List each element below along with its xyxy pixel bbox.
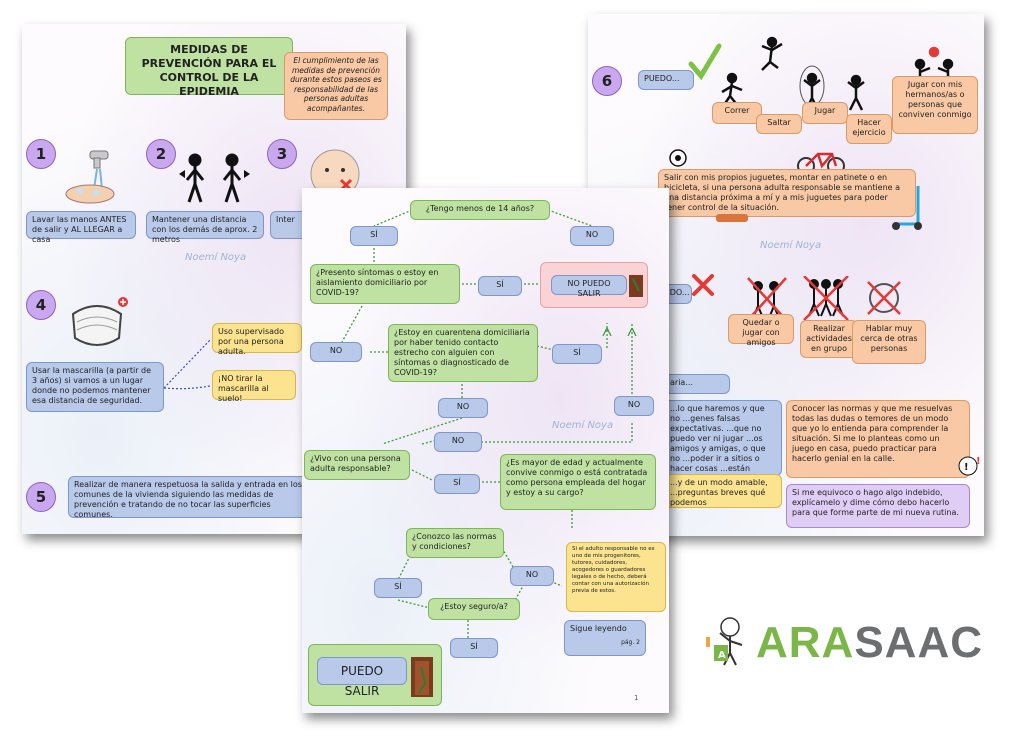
no-touch-face-icon xyxy=(310,149,360,196)
answer-yes-2[interactable]: SÍ xyxy=(478,276,522,296)
act-saltar: Saltar xyxy=(756,114,802,134)
svg-text:A: A xyxy=(718,650,726,661)
answer-no-1[interactable]: NO xyxy=(570,226,614,246)
page-ref: pág. 2 xyxy=(621,639,640,646)
step-4-note-2: ¡NO tirar la mascarilla al suelo! xyxy=(212,370,296,403)
answer-yes-5[interactable]: SÍ xyxy=(374,578,422,598)
keep-reading-box[interactable]: Sigue leyendo pág. 2 xyxy=(564,620,646,656)
questions-text: ...y de un modo amable, ...preguntas bre… xyxy=(664,474,782,508)
cross-icon xyxy=(692,274,714,296)
equivoco-text: Si me equivoco o hago algo indebido, exp… xyxy=(786,484,970,528)
puedo-label: PUEDO... xyxy=(638,70,694,90)
scooter-icon xyxy=(892,186,922,230)
step-2-number: 2 xyxy=(146,139,176,169)
arasaac-logo: ARASAAC xyxy=(756,618,983,668)
step-5-number: 5 xyxy=(26,482,56,512)
no-actividades: Realizar actividades en grupo xyxy=(800,320,858,358)
no-hablar: Hablar muy cerca de otras personas xyxy=(852,320,926,364)
toys-text: Salir con mis propios juguetes, montar e… xyxy=(658,169,916,217)
intro-note: El cumplimiento de las medidas de preven… xyxy=(284,52,388,120)
arasaac-mascot-icon: A xyxy=(706,617,743,666)
act-hermanos: Jugar con mis hermanos/as o personas que… xyxy=(892,76,978,134)
question-quarantine: ¿Estoy en cuarentena domiciliaria por ha… xyxy=(388,324,538,382)
answer-no-5[interactable]: NO xyxy=(614,396,654,416)
expectations-text: ...lo que haremos y que no ...genes fals… xyxy=(664,400,782,483)
question-symptoms: ¿Presento síntomas o estoy en aislamient… xyxy=(310,264,460,304)
check-icon xyxy=(688,43,722,81)
step-4-text: Usar la mascarilla (a partir de 3 años) … xyxy=(26,362,164,412)
answer-no-3[interactable]: NO xyxy=(438,398,488,418)
question-responsible: ¿Es mayor de edad y actualmente convive … xyxy=(500,454,656,510)
step-1-number: 1 xyxy=(26,139,56,169)
no-puedo-salir-box: NO PUEDO SALIR xyxy=(540,262,648,308)
answer-no-6[interactable]: NO xyxy=(510,566,554,586)
logo-saac: SAAC xyxy=(854,618,984,667)
question-adult: ¿Vivo con una persona adulta responsable… xyxy=(304,450,410,480)
step-2-text: Mantener una distancia con los demás de … xyxy=(146,211,264,244)
answer-no-2[interactable]: NO xyxy=(310,342,362,362)
answer-yes-6[interactable]: SÍ xyxy=(450,638,498,658)
puedo-salir-box: PUEDO SALIR xyxy=(308,644,442,706)
question-rules: ¿Conozco las normas y condiciones? xyxy=(406,528,504,558)
flowchart-page: ¿Tengo menos de 14 años? SÍ NO ¿Presento… xyxy=(302,188,669,713)
step-3-number: 3 xyxy=(267,139,297,169)
activities-figures-icon xyxy=(720,36,956,111)
svg-text:!: ! xyxy=(964,462,969,473)
question-sure: ¿Estoy seguro/a? xyxy=(428,598,520,620)
step-1-text: Lavar las manos ANTES de salir y AL LLEG… xyxy=(26,211,136,244)
authorization-note: Si el adulto responsable no es uno de mi… xyxy=(566,542,666,612)
right-watermark: Noemí Noya xyxy=(760,240,822,251)
act-correr: Correr xyxy=(712,102,762,124)
left-connectors xyxy=(163,339,211,390)
exit-door-icon xyxy=(411,657,433,697)
page-number: 1 xyxy=(634,694,639,702)
child-icon: !! xyxy=(958,456,981,476)
answer-yes-4[interactable]: SÍ xyxy=(434,474,480,494)
center-watermark: Noemí Noya xyxy=(552,420,614,431)
mask-icon xyxy=(71,297,128,346)
answer-no-4[interactable]: NO xyxy=(434,432,482,452)
logo-ara: ARA xyxy=(756,618,855,667)
no-puedo-salir-label: NO PUEDO SALIR xyxy=(551,275,627,298)
act-ejercicio: Hacer ejercicio xyxy=(846,114,892,144)
ball-icon xyxy=(669,149,687,167)
step-4-number: 4 xyxy=(26,290,56,320)
conocer-text: Conocer las normas y que me resuelvas to… xyxy=(786,400,970,478)
act-jugar: Jugar xyxy=(802,102,848,124)
handwash-icon xyxy=(65,150,115,204)
step-6-number: 6 xyxy=(592,66,622,96)
svg-text:!: ! xyxy=(976,456,981,467)
answer-yes-3[interactable]: SÍ xyxy=(552,344,602,364)
answer-yes-1[interactable]: SÍ xyxy=(350,226,398,246)
puedo-salir-label: PUEDO SALIR xyxy=(317,657,407,698)
question-age: ¿Tengo menos de 14 años? xyxy=(410,200,550,220)
step-4-note-1: Uso supervisado por una persona adulta. xyxy=(212,323,302,356)
door-icon xyxy=(629,275,643,297)
section-label: aria... xyxy=(664,374,730,394)
step-5-text: Realizar de manera respetuosa la salida … xyxy=(68,476,318,519)
keep-reading-label: Sigue leyendo xyxy=(570,624,627,633)
skateboard-icon xyxy=(716,214,748,222)
distance-icon xyxy=(179,153,250,203)
left-title: MEDIDAS DE PREVENCIÓN PARA EL CONTROL DE… xyxy=(125,37,293,98)
left-watermark: Noemí Noya xyxy=(185,252,247,263)
no-quedar: Quedar o jugar con amigos xyxy=(728,314,794,347)
forbidden-activities-icon xyxy=(747,276,901,321)
